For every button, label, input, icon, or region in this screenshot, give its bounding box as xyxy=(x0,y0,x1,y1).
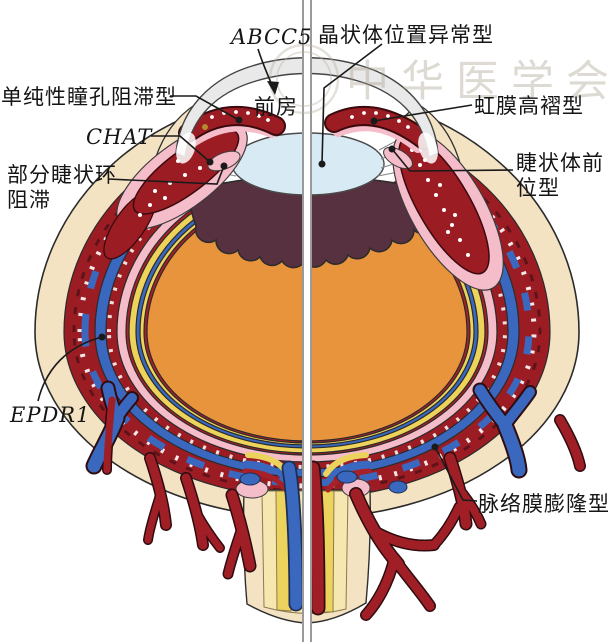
visual-axis-line xyxy=(302,0,312,642)
leader-lines xyxy=(37,43,514,502)
iris-right xyxy=(324,106,434,153)
leader-chat xyxy=(151,135,211,163)
label-lens-position-type: 晶状体位置异常型 xyxy=(318,23,494,47)
label-abcc5-gene: ABCC5 xyxy=(231,25,313,49)
cornea xyxy=(175,57,439,164)
label-chat-gene: CHAT xyxy=(86,125,153,149)
leader-epdr1 xyxy=(37,336,103,402)
label-choroidal-expansion-type: 脉络膜膨隆型 xyxy=(478,492,610,516)
external-vessels xyxy=(85,380,586,621)
central-retinal-vessels xyxy=(281,460,326,616)
label-partial-ciliary-ring: 部分睫状环阻滞 xyxy=(7,163,117,212)
label-plateau-iris-type: 虹膜高褶型 xyxy=(474,94,584,118)
watermark-text: 中华医学会 xyxy=(346,58,615,106)
leader-anterior-ciliary xyxy=(391,148,514,172)
leader-choroidal xyxy=(434,446,478,502)
limbus-spot-left xyxy=(202,124,208,130)
leader-plateau-iris xyxy=(373,104,473,122)
ciliary-arteries xyxy=(103,396,585,620)
leader-partial-ciliary xyxy=(107,165,225,185)
leader-lens-position xyxy=(321,43,383,165)
choroid-blue-blobs xyxy=(239,470,408,494)
label-anterior-ciliary-body-type: 睫状体前位型 xyxy=(516,151,604,200)
label-pupillary-block: 单纯性瞳孔阻滞型 xyxy=(1,85,177,109)
watermark: 中华医学会 xyxy=(268,43,615,115)
abcc5-arrowhead-icon xyxy=(267,81,279,95)
leader-dots xyxy=(98,116,439,451)
leader-pupillary-block xyxy=(170,95,240,121)
label-epdr1-gene: EPDR1 xyxy=(10,403,91,427)
label-anterior-chamber: 前房 xyxy=(254,95,298,119)
ciliary-body-left xyxy=(103,121,248,260)
